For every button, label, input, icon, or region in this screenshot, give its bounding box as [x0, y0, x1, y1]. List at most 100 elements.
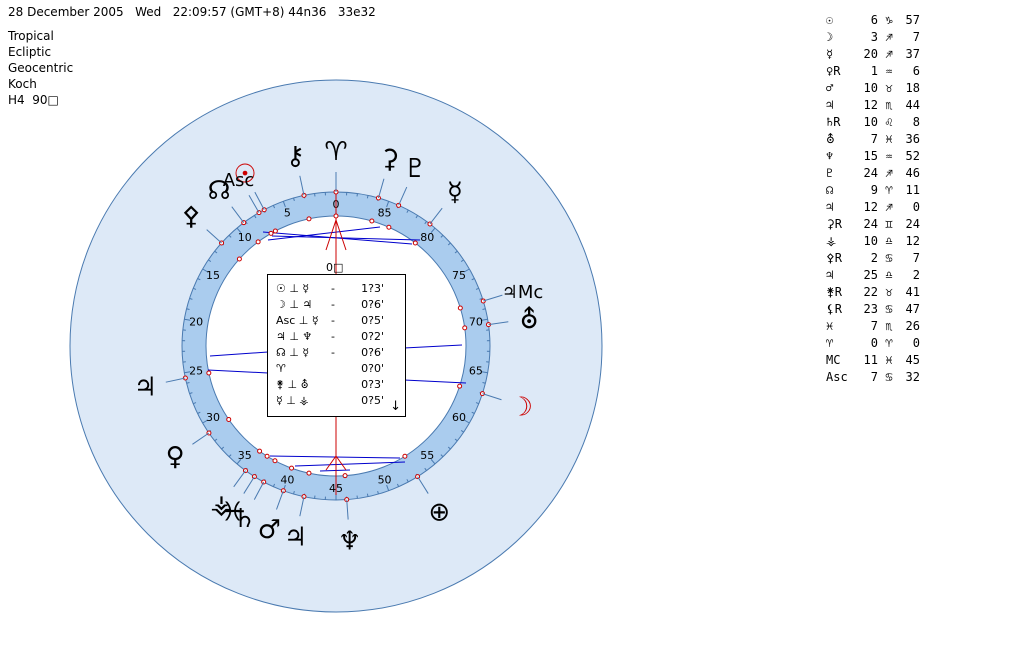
degree-tick: [475, 402, 479, 405]
aspect-line: [207, 369, 269, 374]
degree-tick: [272, 483, 276, 487]
position-sign: ♉: [885, 285, 893, 299]
position-symbol: ♀R: [826, 64, 841, 78]
degree-tick-label: 5: [284, 207, 291, 220]
marker-connector: [206, 229, 222, 244]
marker-connector: [276, 490, 284, 510]
aspect-operator: -: [331, 314, 335, 327]
marker-dot: [457, 305, 463, 311]
aspect-pair: ☉ ⊥ ☿: [276, 282, 310, 295]
position-degree: 10: [863, 234, 878, 248]
degree-tick: [479, 297, 483, 300]
degree-tick: [366, 195, 369, 199]
marker-dot: [236, 256, 242, 262]
aspect-operator: [322, 393, 344, 409]
position-sign: ♐: [885, 30, 893, 44]
position-degree: 15: [863, 149, 878, 163]
position-degree: 20: [863, 47, 878, 61]
marker-connector: [243, 476, 255, 494]
degree-tick: [463, 268, 470, 273]
position-sign: ♒: [885, 149, 893, 163]
axis-line-triangle-c: [325, 455, 337, 471]
position-row: ♆15♒52: [826, 148, 920, 165]
marker-dot: [412, 240, 418, 246]
axis-line-triangle-b: [335, 219, 347, 251]
degree-tick: [454, 250, 458, 254]
marker-connector: [482, 393, 502, 401]
aspect-operator: [322, 361, 344, 377]
degree-tick: [440, 234, 444, 238]
marker-dot: [264, 453, 270, 459]
position-degree: 1: [870, 64, 878, 78]
ceres-marker: ⚳: [380, 145, 399, 175]
degree-tick: [460, 430, 464, 433]
position-sign: ♏: [885, 98, 893, 112]
marker-connector: [398, 186, 408, 206]
asc-marker: Asc: [223, 170, 255, 191]
degree-tick: [214, 250, 218, 254]
aspect-pair: ⚵ ⊥ ⛢: [276, 378, 309, 391]
degree-tick: [463, 419, 470, 424]
degree-tick: [272, 205, 276, 209]
zodiac-type: Tropical: [8, 29, 54, 43]
position-symbol: ⚶: [826, 234, 837, 248]
aspect-table: ☉ ⊥ ☿-1?3'☽ ⊥ ♃-0?6'Asc ⊥ ☿-0?5'♃ ⊥ ♆-0?…: [267, 274, 406, 417]
marker-dot: [462, 325, 468, 331]
position-minute: 11: [905, 183, 920, 197]
position-symbol: ♇: [826, 166, 834, 180]
degree-tick: [189, 297, 193, 300]
position-minute: 2: [912, 268, 920, 282]
aspect-line: [294, 461, 406, 467]
aspect-line: [403, 344, 463, 349]
degree-tick-label: 15: [206, 269, 220, 282]
degree-tick: [475, 287, 479, 290]
degree-tick: [440, 454, 444, 458]
position-minute: 44: [905, 98, 920, 112]
position-minute: 0: [912, 336, 920, 350]
position-row: ♈0♈0: [826, 335, 920, 352]
node-marker: ☊: [208, 176, 231, 206]
degree-tick: [202, 268, 209, 273]
position-sign: ♋: [885, 370, 893, 384]
position-row: ♇24♐46: [826, 165, 920, 182]
aspect-orb: 0?6': [361, 298, 384, 311]
marker-dot: [226, 416, 232, 422]
position-sign: ♐: [885, 200, 893, 214]
position-minute: 36: [905, 132, 920, 146]
position-degree: 2: [870, 251, 878, 265]
position-row: ⚶10♎12: [826, 233, 920, 250]
degree-tick: [293, 197, 295, 201]
degree-tick: [193, 402, 197, 405]
degree-tick: [184, 318, 191, 321]
aspect-row: ♃ ⊥ ♆-0?2': [268, 329, 405, 345]
position-row: ♃12♏44: [826, 97, 920, 114]
marker-dot: [268, 230, 274, 236]
scroll-down-arrow[interactable]: ↓: [390, 399, 401, 414]
house-system: Koch: [8, 77, 37, 91]
degree-tick: [214, 438, 218, 442]
aspect-line: [271, 235, 421, 241]
degree-tick: [197, 278, 201, 281]
marker-dot: [257, 448, 263, 454]
marker-connector: [429, 207, 443, 225]
mars-marker: ♂: [258, 515, 281, 545]
degree-tick: [447, 446, 451, 450]
marker-dot: [289, 465, 295, 471]
pluto-marker: ♇: [404, 154, 427, 184]
aries-marker: ♈: [324, 137, 347, 167]
degree-tick-label: 35: [238, 449, 252, 462]
position-sign: ♋: [885, 302, 893, 316]
aspect-row: ☿ ⊥ ⚶0?5': [268, 393, 405, 409]
marker-dot: [272, 458, 278, 464]
position-minute: 8: [912, 115, 920, 129]
degree-tick: [189, 392, 193, 395]
marker-connector: [248, 195, 260, 213]
planet-markers: ♂♃♄☉☽☿♀⛢♆♇☊Asc♈♃Mc⚷⚳♃⚶⚴⊕♓: [134, 137, 544, 557]
position-sign: ♐: [885, 47, 893, 61]
aspect-row: ♈0?0': [268, 361, 405, 377]
position-degree: 9: [870, 183, 878, 197]
degree-tick: [454, 438, 458, 442]
degree-tick: [406, 479, 409, 483]
degree-tick: [396, 483, 400, 487]
